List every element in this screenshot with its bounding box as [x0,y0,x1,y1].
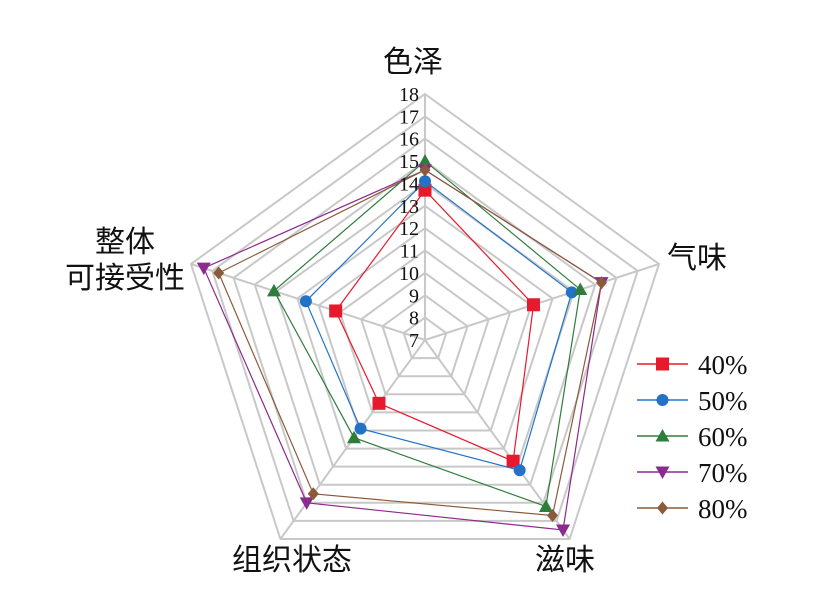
data-point [347,430,362,444]
grid-ring [189,92,661,540]
axis-label-line: 整体 [95,225,155,260]
axis-label: 组织状态 [232,543,352,578]
axis-label: 气味 [667,241,727,276]
grid-ring [211,115,639,522]
tick-label: 15 [399,151,419,173]
data-point [656,394,669,406]
grid-ring [296,204,554,450]
grid-ring [402,316,448,360]
legend-item: 60% [637,422,748,452]
axis-label: 滋味 [535,543,595,578]
legend-label: 60% [698,422,748,452]
tick-label: 12 [399,218,419,240]
series-80-pct [213,163,608,522]
tick-label: 10 [399,263,419,285]
data-point [565,286,578,299]
series-line [305,180,573,472]
legend-item: 70% [637,458,748,488]
data-point [538,499,553,512]
axis-label: 整体可接受性 [65,225,185,296]
legend-label: 70% [698,458,748,488]
tick-label: 14 [399,173,419,195]
axis-label-line: 气味 [667,241,727,276]
grid-ring [381,294,469,378]
series-line [273,160,581,508]
data-point [513,464,526,477]
data-point [329,304,343,318]
data-point [573,282,588,296]
data-point [266,283,281,297]
tick-label: 7 [409,330,419,352]
axis-label-line: 组织状态 [232,543,352,578]
series-50-pct [299,175,578,477]
grid-ring [317,226,533,432]
data-point [307,487,319,501]
data-point [419,175,431,188]
legend-label: 50% [698,386,748,416]
series-40-pct [329,183,540,468]
data-point [526,298,540,312]
data-point [299,295,312,308]
axis-label-line: 可接受性 [65,261,185,296]
legend-label: 80% [698,494,748,524]
data-point [655,466,670,479]
legend-label: 40% [698,350,748,380]
radar-series [196,154,609,537]
data-point [547,508,559,522]
tick-label: 18 [399,84,419,106]
grid-ring [253,159,597,486]
legend-item: 80% [637,494,748,524]
grid-ring [338,249,512,414]
legend-item: 50% [637,386,748,416]
legend: 40% 50% 60% 70% 80% [637,350,748,524]
tick-label: 16 [399,129,419,151]
tick-label: 8 [409,308,419,330]
data-point [656,357,669,371]
data-point [556,524,571,537]
data-point [418,154,432,167]
series-line [217,169,603,517]
legend-item: 40% [637,350,748,380]
grid-spoke [424,263,660,341]
tick-label: 9 [409,285,419,307]
data-point [299,497,314,510]
data-point [655,429,670,442]
data-point [354,422,367,435]
data-point [213,266,225,280]
data-point [372,396,386,410]
tick-label: 13 [399,196,419,218]
data-point [506,454,520,468]
data-point [657,501,668,515]
tick-label: 17 [399,106,419,128]
series-60-pct [266,154,588,512]
tick-label: 11 [400,241,419,263]
data-point [596,276,608,290]
grid-ring [360,271,490,396]
grid-ring [232,137,618,504]
axis-label-line: 色泽 [383,45,443,80]
series-line [335,189,535,463]
data-point [419,163,431,177]
axis-label-line: 滋味 [535,543,595,578]
axis-label: 色泽 [383,45,443,80]
grid-ring [274,182,576,468]
data-point [418,183,432,197]
data-point [196,262,211,276]
